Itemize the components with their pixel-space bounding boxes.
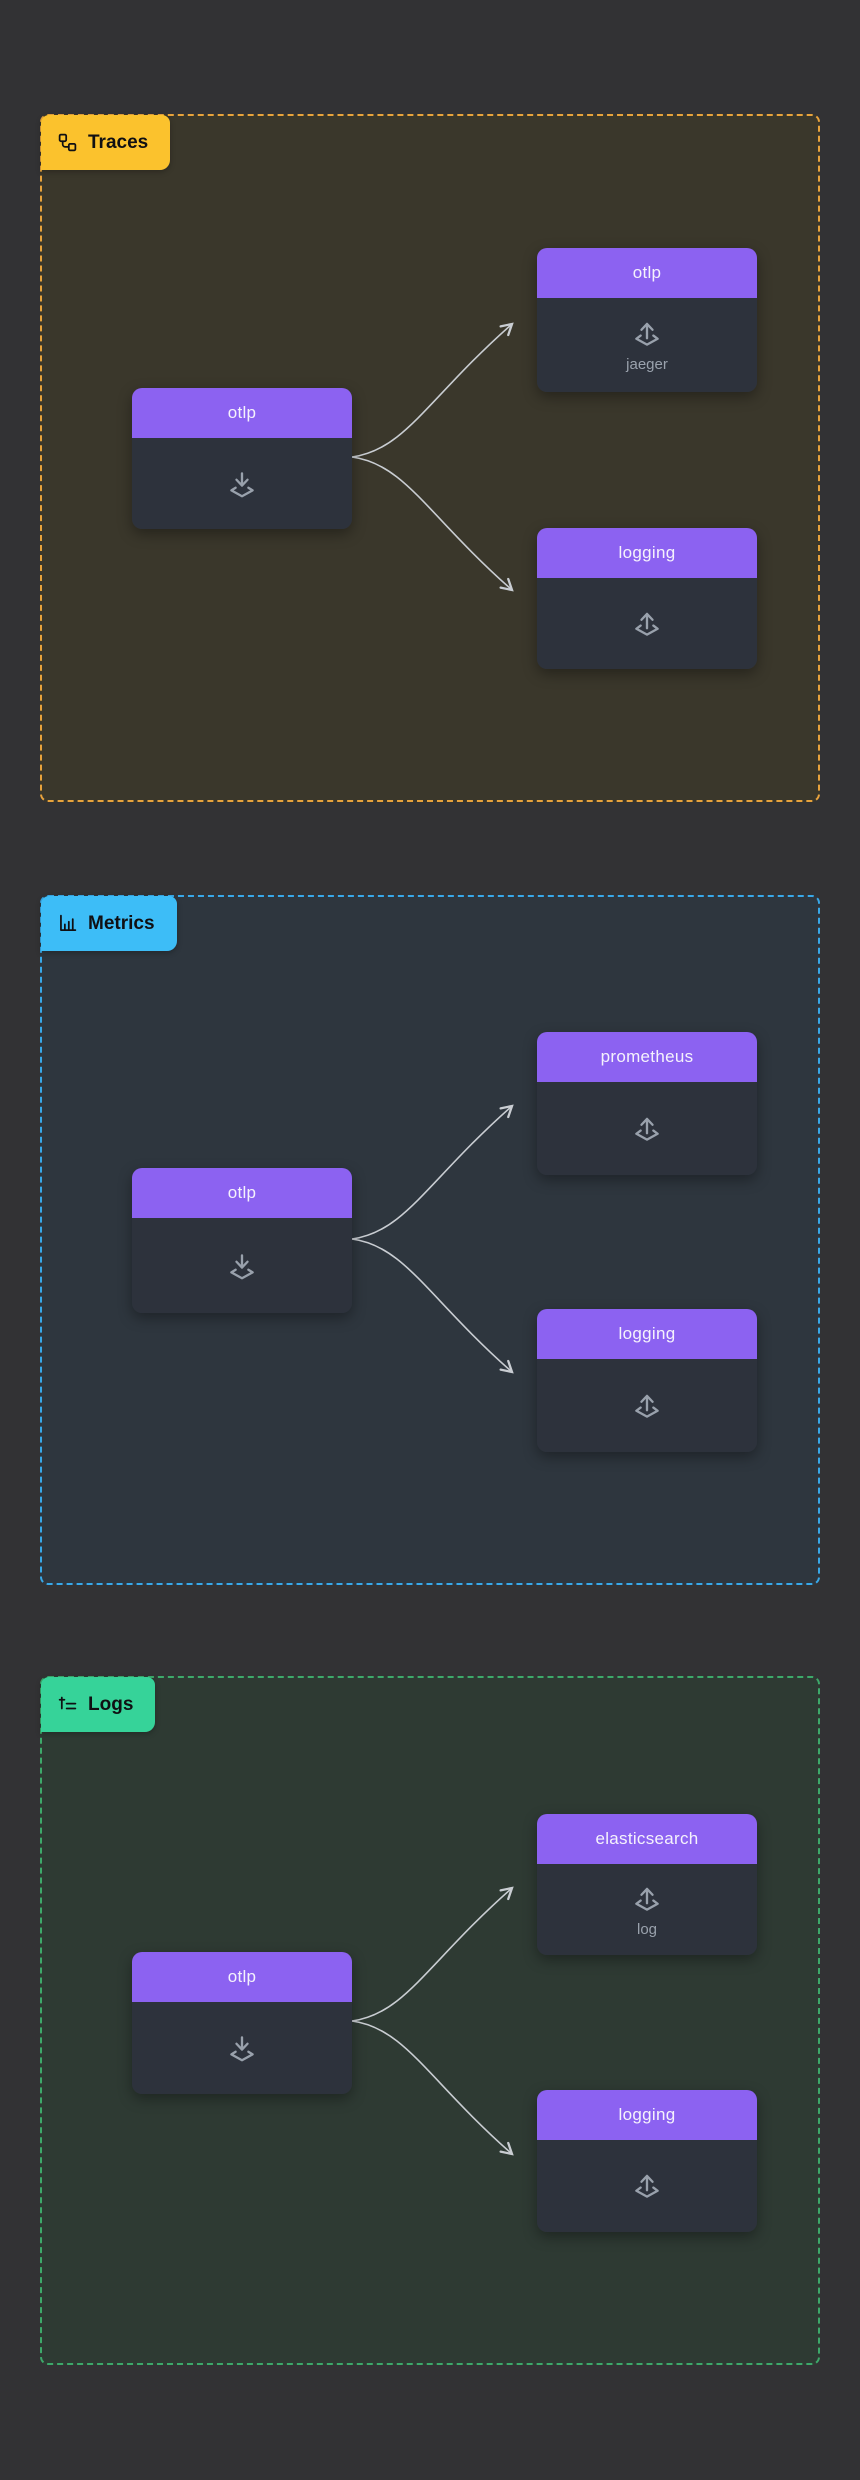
- node-title: logging: [537, 2090, 757, 2140]
- exporter-icon: [635, 2174, 659, 2198]
- traces-badge-label: Traces: [88, 131, 149, 153]
- exporter-icon: [635, 1887, 659, 1911]
- section-metrics: Metrics otlp prometheus: [40, 895, 820, 1585]
- node-traces-exporter-otlp-jaeger[interactable]: otlp jaeger: [537, 248, 757, 392]
- node-title: logging: [537, 528, 757, 578]
- node-logs-receiver-otlp[interactable]: otlp: [132, 1952, 352, 2094]
- exporter-icon: [635, 1394, 659, 1418]
- traces-icon: [58, 133, 77, 152]
- logs-badge-label: Logs: [88, 1693, 134, 1715]
- traces-badge: Traces: [41, 115, 171, 170]
- logs-badge: Logs: [41, 1677, 156, 1732]
- node-title: otlp: [132, 1952, 352, 2002]
- node-title: otlp: [132, 388, 352, 438]
- node-metrics-exporter-logging[interactable]: logging: [537, 1309, 757, 1452]
- receiver-icon: [230, 1253, 254, 1279]
- metrics-icon: [60, 914, 77, 931]
- receiver-icon: [230, 471, 254, 497]
- exporter-icon: [635, 322, 659, 346]
- receiver-icon: [230, 2036, 254, 2062]
- exporter-icon: [635, 1117, 659, 1141]
- node-title: otlp: [537, 248, 757, 298]
- node-sublabel: log: [636, 1920, 658, 1938]
- section-traces: Traces otlp otlp jae: [40, 114, 820, 802]
- node-title: otlp: [132, 1168, 352, 1218]
- node-metrics-exporter-prometheus[interactable]: prometheus: [537, 1032, 757, 1175]
- node-logs-exporter-elasticsearch-log[interactable]: elasticsearch log: [537, 1814, 757, 1955]
- metrics-badge-label: Metrics: [88, 912, 155, 934]
- node-title: prometheus: [537, 1032, 757, 1082]
- node-metrics-receiver-otlp[interactable]: otlp: [132, 1168, 352, 1313]
- node-title: elasticsearch: [537, 1814, 757, 1864]
- node-traces-exporter-logging[interactable]: logging: [537, 528, 757, 669]
- node-title: logging: [537, 1309, 757, 1359]
- node-traces-receiver-otlp[interactable]: otlp: [132, 388, 352, 529]
- node-sublabel: jaeger: [626, 356, 668, 373]
- section-logs: Logs otlp elasticsearch: [40, 1676, 820, 2365]
- logs-icon: [58, 1696, 77, 1710]
- metrics-badge: Metrics: [41, 896, 177, 951]
- node-logs-exporter-logging[interactable]: logging: [537, 2090, 757, 2232]
- exporter-icon: [635, 612, 659, 636]
